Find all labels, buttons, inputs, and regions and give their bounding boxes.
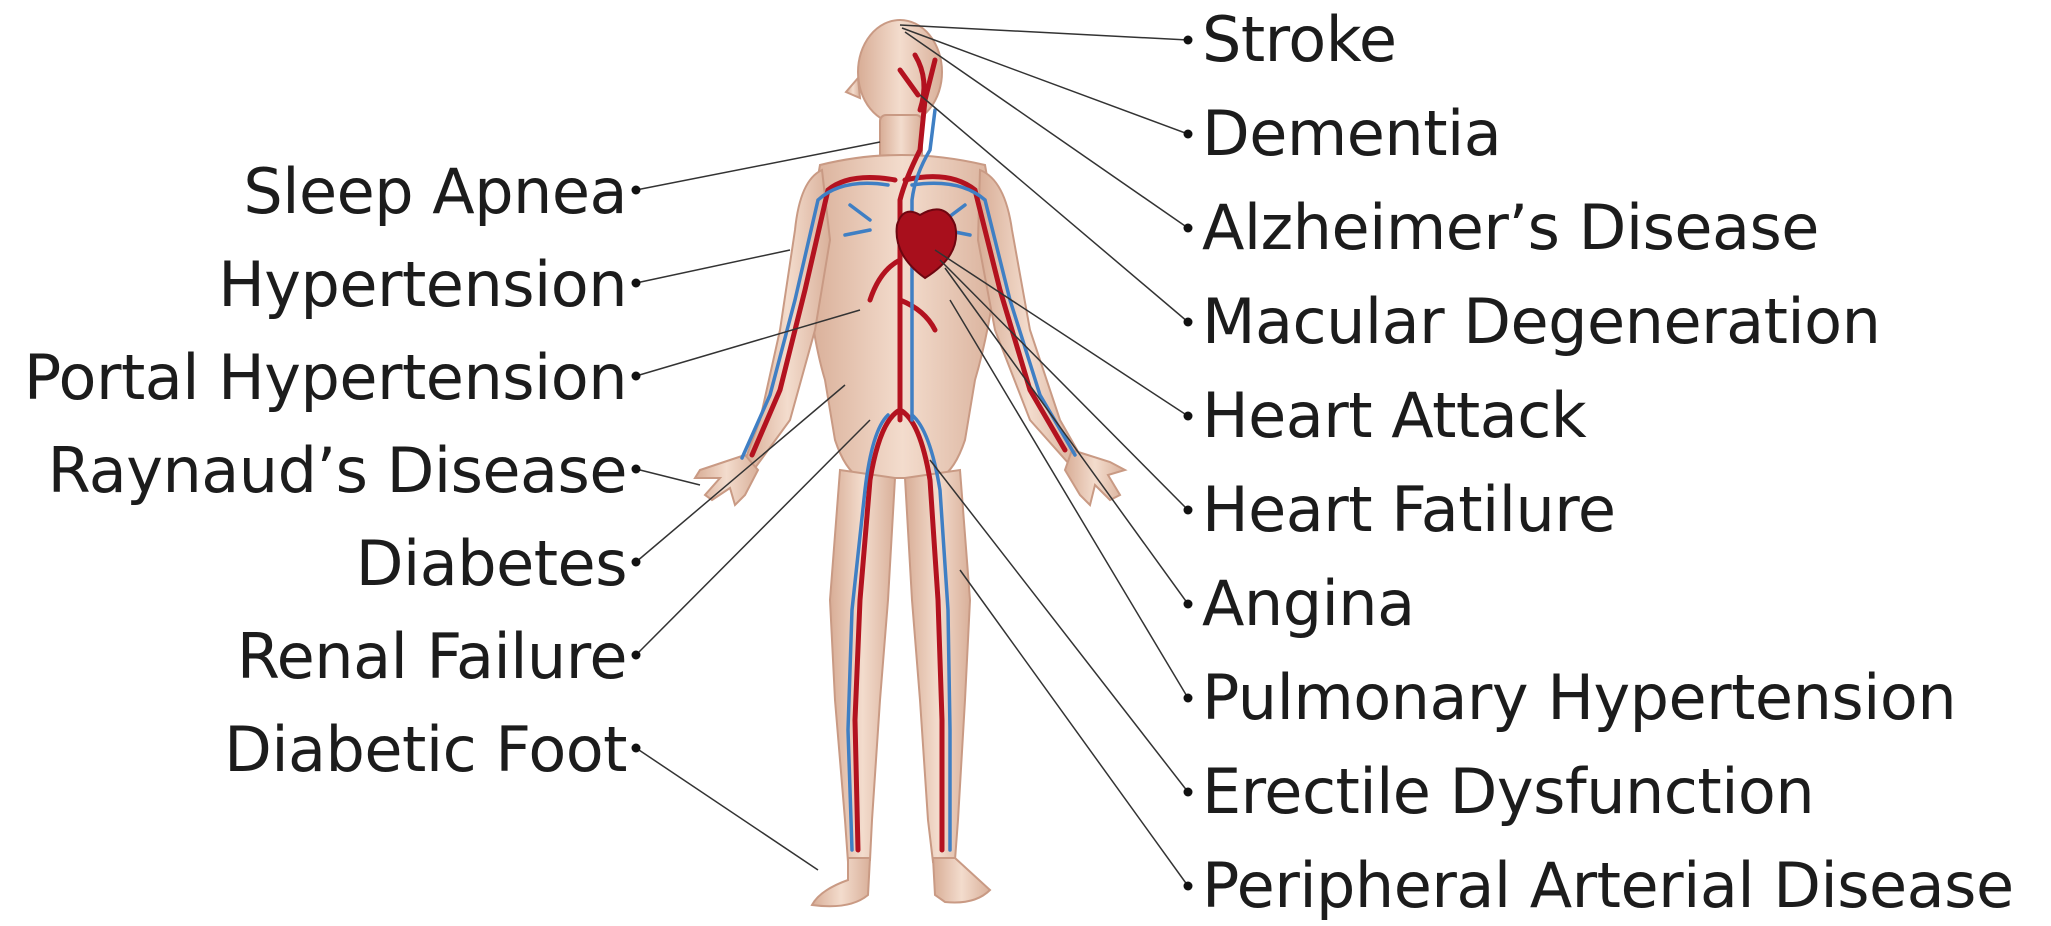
label-macular-degeneration: Macular Degeneration: [1202, 282, 1880, 362]
label-sleep-apnea: Sleep Apnea: [243, 152, 627, 232]
label-erectile-dysfunction: Erectile Dysfunction: [1202, 752, 1814, 832]
label-portal-hypertension: Portal Hypertension: [24, 338, 627, 418]
bullet-dot-macular-degeneration: [1184, 318, 1193, 327]
leader-line-diabetes: [636, 385, 845, 562]
bullet-dot-renal-failure: [632, 651, 641, 660]
leader-line-diabetic-foot: [636, 748, 818, 870]
bullet-dot-raynauds-disease: [632, 465, 641, 474]
body-silhouette: [695, 20, 1125, 906]
label-stroke: Stroke: [1202, 0, 1397, 80]
bullet-dot-peripheral-arterial-disease: [1184, 882, 1193, 891]
bullet-dot-diabetes: [632, 558, 641, 567]
label-alzheimers-disease: Alzheimer’s Disease: [1202, 188, 1819, 268]
bullet-dot-sleep-apnea: [632, 186, 641, 195]
leader-line-raynauds-disease: [636, 469, 700, 485]
bullet-dot-portal-hypertension: [632, 372, 641, 381]
leader-line-stroke: [900, 25, 1188, 40]
label-heart-failure: Heart Fatilure: [1202, 470, 1616, 550]
bullet-dot-heart-failure: [1184, 506, 1193, 515]
leader-line-angina: [945, 268, 1188, 604]
label-pulmonary-hypertension: Pulmonary Hypertension: [1202, 658, 1956, 738]
bullet-dot-heart-attack: [1184, 412, 1193, 421]
bullet-dot-diabetic-foot: [632, 744, 641, 753]
bullet-dot-hypertension: [632, 279, 641, 288]
label-diabetes: Diabetes: [356, 524, 627, 604]
label-angina: Angina: [1202, 564, 1415, 644]
label-dementia: Dementia: [1202, 94, 1501, 174]
leader-line-peripheral-arterial-disease: [960, 570, 1188, 886]
label-peripheral-arterial-disease: Peripheral Arterial Disease: [1202, 846, 2014, 926]
label-heart-attack: Heart Attack: [1202, 376, 1586, 456]
leader-line-heart-failure: [940, 260, 1188, 510]
leader-line-hypertension: [636, 250, 790, 283]
label-diabetic-foot: Diabetic Foot: [224, 710, 627, 790]
label-hypertension: Hypertension: [218, 245, 627, 325]
bullet-dot-erectile-dysfunction: [1184, 788, 1193, 797]
bullet-dot-pulmonary-hypertension: [1184, 694, 1193, 703]
leader-line-dementia: [902, 28, 1188, 134]
bullet-dot-dementia: [1184, 130, 1193, 139]
bullet-dot-stroke: [1184, 36, 1193, 45]
bullet-dot-angina: [1184, 600, 1193, 609]
label-renal-failure: Renal Failure: [237, 617, 627, 697]
bullet-dot-alzheimers-disease: [1184, 224, 1193, 233]
label-raynauds-disease: Raynaud’s Disease: [48, 431, 627, 511]
